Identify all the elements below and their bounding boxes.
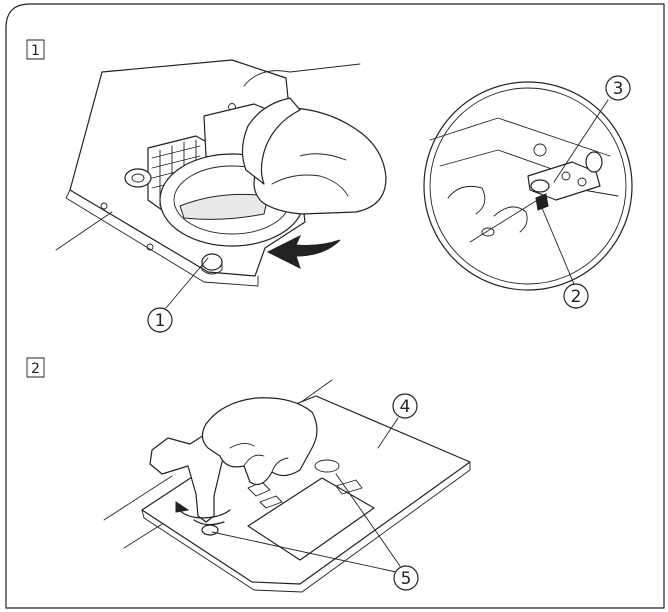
step-2-label: 2 <box>31 361 40 377</box>
screw-icon <box>125 169 151 187</box>
screw-icon <box>202 525 218 535</box>
callout-1: 1 <box>148 258 208 332</box>
magnified-detail-illustration <box>424 82 632 290</box>
step-2-label-box: 2 <box>27 358 44 377</box>
step-1-label: 1 <box>31 43 40 59</box>
callout-1-number: 1 <box>155 311 166 331</box>
bobbin-area-illustration <box>56 60 386 286</box>
callout-3-number: 3 <box>613 79 624 99</box>
callout-5-number: 5 <box>401 569 412 589</box>
callout-2-number: 2 <box>571 287 582 307</box>
callout-4-number: 4 <box>400 397 411 417</box>
curved-arrow-icon <box>268 236 340 268</box>
step-1-label-box: 1 <box>27 40 44 59</box>
